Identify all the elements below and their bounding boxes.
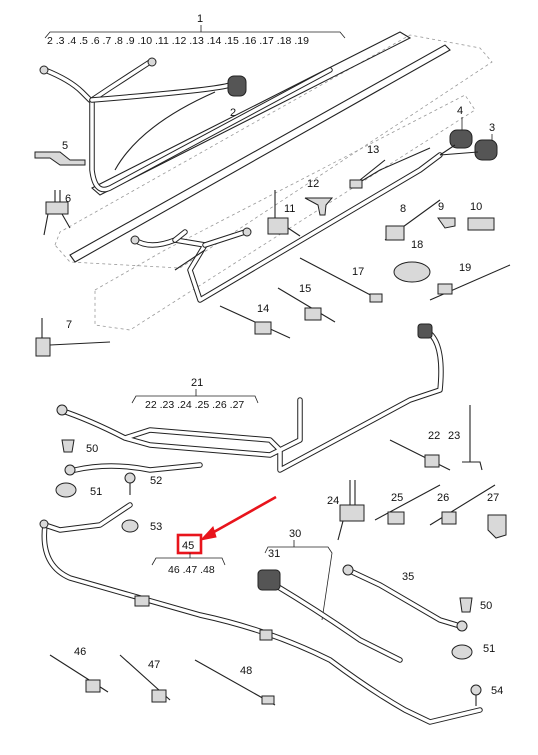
callout-17: 17	[352, 266, 364, 278]
callout-4: 4	[457, 105, 463, 117]
callout-12: 12	[307, 178, 319, 190]
callout-48: 48	[240, 665, 252, 677]
callout-8: 8	[400, 203, 406, 215]
part-6-clip	[45, 201, 69, 215]
callout-26: 26	[437, 492, 449, 504]
callout-30-label: 30	[289, 528, 301, 540]
part-11-clip	[267, 217, 289, 235]
callout-21-label: 21	[191, 377, 203, 389]
callout-1: 1 2 .3 .4 .5 .6 .7 .8 .9 .10 .11 .12 .13…	[44, 13, 346, 47]
part-15-tie	[304, 307, 322, 321]
callout-46: 46	[74, 646, 86, 658]
part-8-clip	[385, 225, 405, 241]
callout-45-subparts: 46 .47 .48	[168, 564, 215, 576]
callout-9: 9	[438, 201, 444, 213]
part-7-strap	[35, 337, 51, 357]
highlight-arrowhead	[199, 526, 217, 541]
callout-51b: 51	[483, 643, 495, 655]
part-14-tie	[254, 321, 272, 335]
small-parts-top: 2 3 4 5 6 7 8 9 10 11 12	[34, 105, 511, 357]
main-harness-assembly	[39, 31, 498, 331]
part-10-bracket	[467, 217, 495, 231]
callout-21: 21 22 .23 .24 .25 .26 .27	[131, 377, 259, 411]
highlight-box	[176, 533, 203, 555]
callout-27: 27	[487, 492, 499, 504]
part-5-bracket	[34, 151, 86, 166]
callout-18: 18	[411, 239, 423, 251]
lower-harness-assembly: 46 47 48 50 51 54	[39, 502, 503, 725]
callout-2: 2	[230, 107, 236, 119]
part-12-clip	[304, 197, 334, 216]
callout-11: 11	[284, 203, 295, 215]
callout-45-label: 45	[182, 540, 194, 552]
callout-14: 14	[257, 303, 269, 315]
callout-10: 10	[470, 201, 482, 213]
callout-30: 30 31 35	[257, 528, 468, 663]
part-13-tie	[349, 179, 363, 189]
callout-54: 54	[491, 685, 503, 697]
callout-52: 52	[150, 475, 162, 487]
highlight-arrow	[204, 495, 277, 539]
callout-24: 24	[327, 495, 339, 507]
part-2-connector	[227, 75, 247, 97]
callout-13: 13	[367, 144, 379, 156]
callout-51a: 51	[90, 486, 102, 498]
callout-25: 25	[391, 492, 403, 504]
small-parts-middle: 22 23 24 25 26 27 50 51 52 53	[55, 405, 507, 541]
callout-45: 45 46 .47 .48	[151, 495, 277, 576]
callout-47: 47	[148, 659, 160, 671]
callout-3: 3	[489, 122, 495, 134]
callout-23: 23	[448, 430, 460, 442]
part-17-tie	[369, 293, 383, 303]
callout-22: 22	[428, 430, 440, 442]
callout-1-subparts: 2 .3 .4 .5 .6 .7 .8 .9 .10 .11 .12 .13 .…	[47, 35, 309, 47]
callout-35: 35	[402, 571, 414, 583]
callout-5: 5	[62, 140, 68, 152]
part-3-connector	[474, 139, 498, 161]
callout-15: 15	[299, 283, 311, 295]
mid-harness-assembly	[56, 323, 444, 476]
callout-1-label: 1	[197, 13, 203, 25]
callout-50b: 50	[480, 600, 492, 612]
callout-7: 7	[66, 319, 72, 331]
callout-31: 31	[268, 548, 280, 560]
callout-19: 19	[459, 262, 471, 274]
callout-6: 6	[65, 193, 71, 205]
part-4-connector	[449, 129, 473, 149]
part-9-clip	[437, 217, 456, 229]
callout-53: 53	[150, 521, 162, 533]
callout-50a: 50	[86, 443, 98, 455]
part-18-holder	[393, 261, 431, 283]
callout-21-subparts: 22 .23 .24 .25 .26 .27	[145, 399, 244, 411]
part-19-tie	[437, 283, 453, 295]
